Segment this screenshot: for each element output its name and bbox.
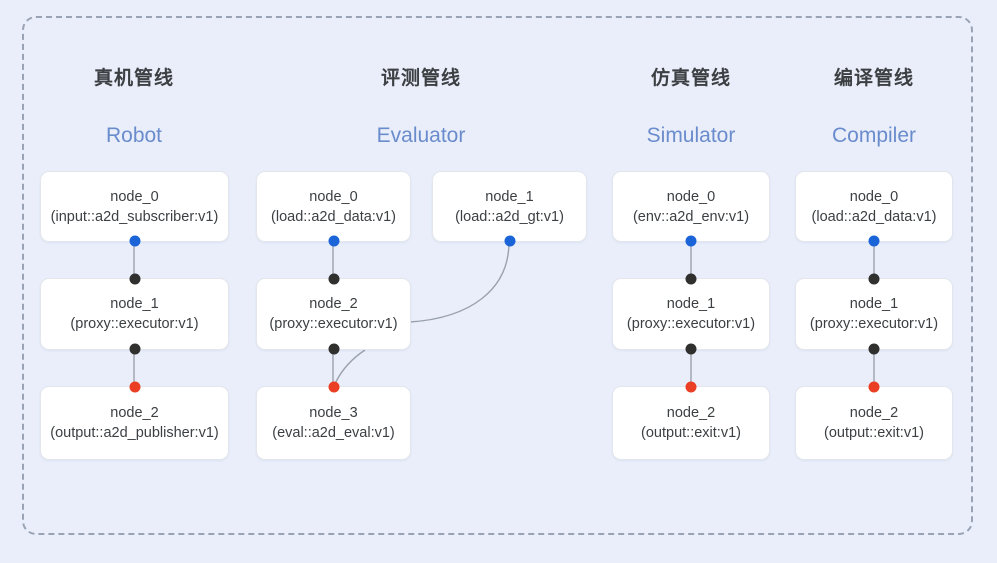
node-name: node_1 xyxy=(110,296,159,312)
port-output-blue[interactable] xyxy=(504,235,515,247)
column-title-evaluator: 评测管线 xyxy=(380,68,461,89)
node-name: node_2 xyxy=(110,405,159,421)
port-input-red[interactable] xyxy=(328,381,339,393)
node-type: (input::a2d_subscriber:v1) xyxy=(50,208,219,225)
pipeline-group-frame xyxy=(22,16,973,535)
node-robot-1[interactable]: node_1 (proxy::executor:v1) xyxy=(40,273,229,355)
node-type: (load::a2d_gt:v1) xyxy=(455,208,564,225)
node-name: node_0 xyxy=(666,188,716,205)
column-title-robot: 真机管线 xyxy=(93,68,174,89)
node-name: node_1 xyxy=(485,188,534,205)
node-simulator-2[interactable]: node_2 (output::exit:v1) xyxy=(612,381,770,460)
node-name: node_0 xyxy=(849,188,899,205)
port-input-red[interactable] xyxy=(868,381,880,393)
port-input-link[interactable] xyxy=(868,273,880,285)
node-compiler-1[interactable]: node_1 (proxy::executor:v1) xyxy=(795,273,953,355)
node-name: node_0 xyxy=(110,188,159,205)
node-name: node_2 xyxy=(666,405,716,421)
port-output-blue[interactable] xyxy=(685,235,697,247)
column-title-compiler: 编译管线 xyxy=(833,68,914,89)
node-type: (proxy::executor:v1) xyxy=(626,316,756,332)
node-type: (load::a2d_data:v1) xyxy=(811,208,937,225)
node-name: node_3 xyxy=(309,405,358,421)
node-simulator-1[interactable]: node_1 (proxy::executor:v1) xyxy=(612,273,770,355)
node-evaluator-3[interactable]: node_3 (eval::a2d_eval:v1) xyxy=(256,381,411,460)
node-name: node_2 xyxy=(849,405,899,421)
node-type: (load::a2d_data:v1) xyxy=(271,208,396,225)
column-subtitle-simulator: Simulator xyxy=(646,124,736,147)
port-input-link[interactable] xyxy=(328,273,339,285)
column-subtitle-evaluator: Evaluator xyxy=(376,124,466,147)
node-type: (output::exit:v1) xyxy=(641,425,741,441)
column-title-simulator: 仿真管线 xyxy=(650,68,731,89)
node-type: (proxy::executor:v1) xyxy=(269,316,398,332)
port-input-red[interactable] xyxy=(685,381,697,393)
port-output-link[interactable] xyxy=(328,343,339,355)
node-evaluator-1[interactable]: node_1 (load::a2d_gt:v1) xyxy=(432,171,587,247)
node-simulator-0[interactable]: node_0 (env::a2d_env:v1) xyxy=(612,171,770,247)
node-robot-0[interactable]: node_0 (input::a2d_subscriber:v1) xyxy=(40,171,229,247)
port-output-link[interactable] xyxy=(129,343,140,355)
node-name: node_0 xyxy=(309,188,358,205)
node-compiler-2[interactable]: node_2 (output::exit:v1) xyxy=(795,381,953,460)
port-output-link[interactable] xyxy=(868,343,880,355)
node-type: (output::a2d_publisher:v1) xyxy=(50,425,219,441)
node-type: (output::exit:v1) xyxy=(824,425,924,441)
port-output-link[interactable] xyxy=(685,343,697,355)
node-name: node_2 xyxy=(309,296,358,312)
node-type: (proxy::executor:v1) xyxy=(809,316,939,332)
node-robot-2[interactable]: node_2 (output::a2d_publisher:v1) xyxy=(40,381,229,460)
node-type: (proxy::executor:v1) xyxy=(70,316,199,332)
port-output-blue[interactable] xyxy=(129,235,140,247)
node-evaluator-2[interactable]: node_2 (proxy::executor:v1) xyxy=(256,273,411,355)
node-compiler-0[interactable]: node_0 (load::a2d_data:v1) xyxy=(795,171,953,247)
node-type: (eval::a2d_eval:v1) xyxy=(272,425,395,441)
port-output-blue[interactable] xyxy=(328,235,339,247)
port-output-blue[interactable] xyxy=(868,235,880,247)
column-subtitle-compiler: Compiler xyxy=(831,124,917,147)
node-type: (env::a2d_env:v1) xyxy=(632,208,750,225)
port-input-link[interactable] xyxy=(685,273,697,285)
node-evaluator-0[interactable]: node_0 (load::a2d_data:v1) xyxy=(256,171,411,247)
node-name: node_1 xyxy=(666,296,716,312)
port-input-red[interactable] xyxy=(129,381,140,393)
port-input-link[interactable] xyxy=(129,273,140,285)
node-name: node_1 xyxy=(849,296,899,312)
column-subtitle-robot: Robot xyxy=(105,124,163,147)
